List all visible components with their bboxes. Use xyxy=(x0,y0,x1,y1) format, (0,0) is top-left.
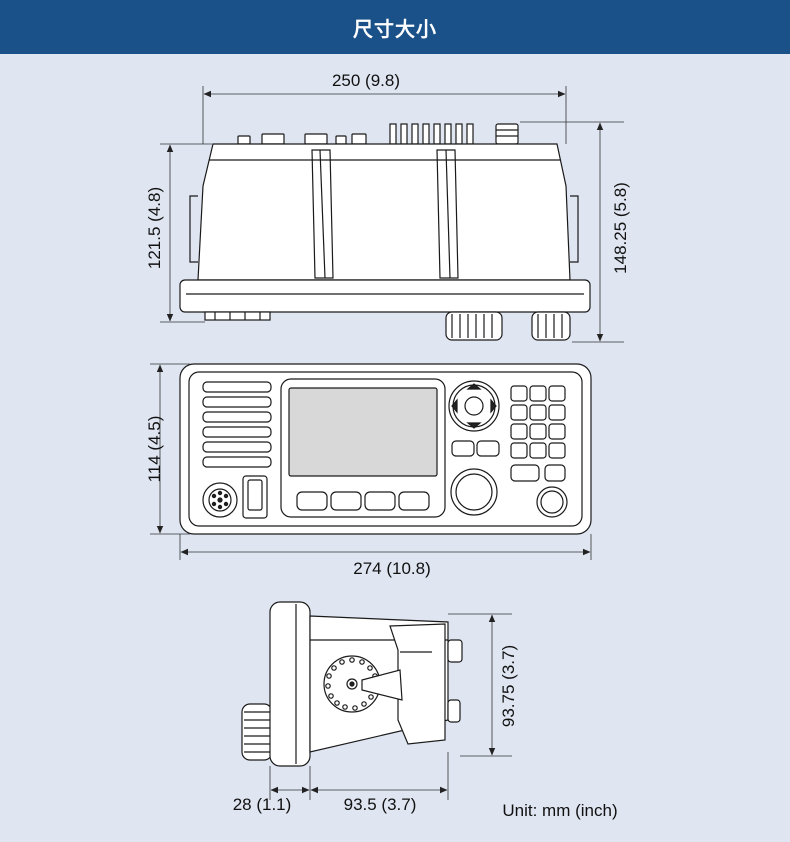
label-side-body-depth: 93.5 (3.7) xyxy=(344,795,417,814)
bracket-knob xyxy=(323,655,381,713)
button-left xyxy=(451,440,475,457)
title-banner: 尺寸大小 xyxy=(0,0,790,54)
top-view-knob-right xyxy=(531,311,571,341)
button-extra-right xyxy=(544,464,566,482)
side-rear-connector-2 xyxy=(447,699,461,723)
side-front-bezel xyxy=(269,601,311,767)
button-extra-left xyxy=(510,464,540,482)
top-view xyxy=(179,123,591,341)
label-side-knob-depth: 28 (1.1) xyxy=(233,795,292,814)
side-view xyxy=(241,601,463,767)
soft-keys xyxy=(296,491,430,511)
label-top-total-height: 148.25 (5.8) xyxy=(611,182,630,274)
rear-jack xyxy=(237,135,251,145)
front-view-dimensions xyxy=(150,363,592,560)
lcd-screen xyxy=(288,387,438,477)
top-view-dimensions xyxy=(160,86,624,343)
label-side-height: 93.75 (3.7) xyxy=(499,645,518,727)
speaker-grille xyxy=(202,381,272,468)
mounting-bracket xyxy=(389,623,446,745)
dimension-drawing: 250 (9.8) 121.5 (4.8) 148.25 (5.8) xyxy=(145,71,630,820)
top-bottom-plate xyxy=(204,311,271,321)
page-title: 尺寸大小 xyxy=(353,16,437,41)
rear-jack-2 xyxy=(335,135,347,145)
rear-connector xyxy=(261,133,285,145)
label-top-width: 250 (9.8) xyxy=(332,71,400,90)
top-front-bezel xyxy=(179,279,591,313)
front-view xyxy=(179,363,592,535)
drawing-area: 250 (9.8) 121.5 (4.8) 148.25 (5.8) xyxy=(0,54,790,837)
unit-note: Unit: mm (inch) xyxy=(502,801,617,820)
top-body xyxy=(197,143,571,281)
side-view-knob xyxy=(241,703,273,761)
heatsink-fins xyxy=(389,123,474,145)
rear-jack-3 xyxy=(351,133,367,145)
side-rear-connector xyxy=(447,639,463,663)
label-front-width: 274 (10.8) xyxy=(353,559,431,578)
keypad xyxy=(510,385,566,459)
dpad-cross-icon xyxy=(448,380,500,432)
label-top-body-height: 121.5 (4.8) xyxy=(145,187,164,269)
rear-connector-2 xyxy=(304,133,328,145)
label-front-height: 114 (4.5) xyxy=(145,416,164,483)
button-right xyxy=(476,440,500,457)
top-view-knob-left xyxy=(445,311,503,341)
side-view-dimensions xyxy=(269,613,512,800)
antenna-connector xyxy=(495,123,519,145)
